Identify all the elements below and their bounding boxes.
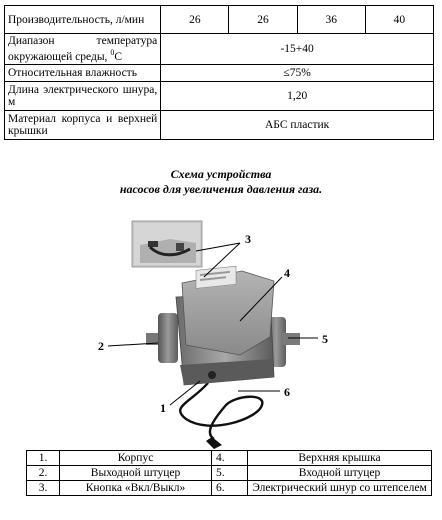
spec-value: 36 — [296, 5, 366, 34]
spec-value: 40 — [364, 5, 435, 34]
part-number: 5. — [211, 465, 248, 481]
degree-superscript: 0 — [110, 48, 115, 57]
callout-1: 1 — [160, 401, 166, 415]
part-number: 1. — [26, 450, 60, 466]
spec-row-capacity: Производительность, л/мин 26 26 36 40 — [3, 5, 435, 34]
spec-label: Относительная влажность — [3, 63, 162, 82]
callout-4: 4 — [284, 266, 290, 280]
spec-value: 1,20 — [160, 80, 434, 111]
diagram-caption-title: Схема устройства — [170, 167, 272, 181]
parts-row: 2. Выходной штуцер 5. Входной штуцер — [26, 465, 432, 481]
part-number: 4. — [211, 450, 248, 466]
callout-6: 6 — [284, 385, 290, 399]
spec-label-unit: С — [114, 50, 122, 63]
callout-2: 2 — [98, 339, 104, 353]
part-name: Входной штуцер — [247, 465, 432, 481]
outlet-fitting-shape — [146, 313, 178, 363]
spec-row-cord-length: Длина электрического шнура, м 1,20 — [3, 80, 434, 111]
parts-row: 3. Кнопка «Вкл/Выкл» 6. Электрический шн… — [26, 480, 432, 496]
spec-value: ≤75% — [160, 63, 434, 82]
pump-diagram: 3 4 2 5 6 1 — [98, 220, 328, 449]
power-cord — [179, 382, 264, 441]
parts-row: 1. Корпус 4. Верхняя крышка — [26, 450, 432, 466]
specifications-table: Производительность, л/мин 26 26 36 40 Ди… — [3, 5, 435, 140]
spec-row-temperature: Диапазон температура окружающей среды, 0… — [3, 33, 434, 65]
part-number: 3. — [26, 480, 60, 496]
spec-label: Диапазон температура окружающей среды, 0… — [3, 33, 162, 65]
spec-label: Длина электрического шнура, м — [3, 80, 162, 111]
part-number: 2. — [26, 465, 60, 481]
part-name: Верхняя крышка — [247, 450, 432, 466]
switch-inset-photo — [131, 220, 203, 268]
top-cover-shape — [181, 265, 275, 356]
callout-3: 3 — [245, 232, 251, 246]
spec-value: АБС пластик — [160, 109, 434, 140]
spec-value: 26 — [160, 5, 230, 34]
part-name: Выходной штуцер — [59, 465, 212, 481]
plug-shape — [206, 437, 222, 449]
parts-legend-table: 1. Корпус 4. Верхняя крышка 2. Выходной … — [26, 450, 432, 496]
callout-leader-lines — [107, 242, 318, 406]
part-name: Корпус — [59, 450, 212, 466]
spec-row-humidity: Относительная влажность ≤75% — [3, 63, 434, 82]
callout-5: 5 — [322, 332, 328, 346]
spec-value: 26 — [228, 5, 298, 34]
spec-label: Материал корпуса и верхней крышки — [3, 109, 162, 140]
diagram-caption-subtitle: насосов для увеличения давления газа. — [119, 182, 323, 196]
part-name: Электрический шнур со штепселем — [247, 480, 432, 496]
spec-value: -15+40 — [160, 33, 434, 65]
spec-label: Производительность, л/мин — [3, 5, 162, 34]
spec-row-material: Материал корпуса и верхней крышки АБС пл… — [3, 109, 434, 140]
spec-label-text: Диапазон температура окружающей среды, — [8, 35, 158, 63]
part-name: Кнопка «Вкл/Выкл» — [59, 480, 212, 496]
part-number: 6. — [211, 480, 248, 496]
